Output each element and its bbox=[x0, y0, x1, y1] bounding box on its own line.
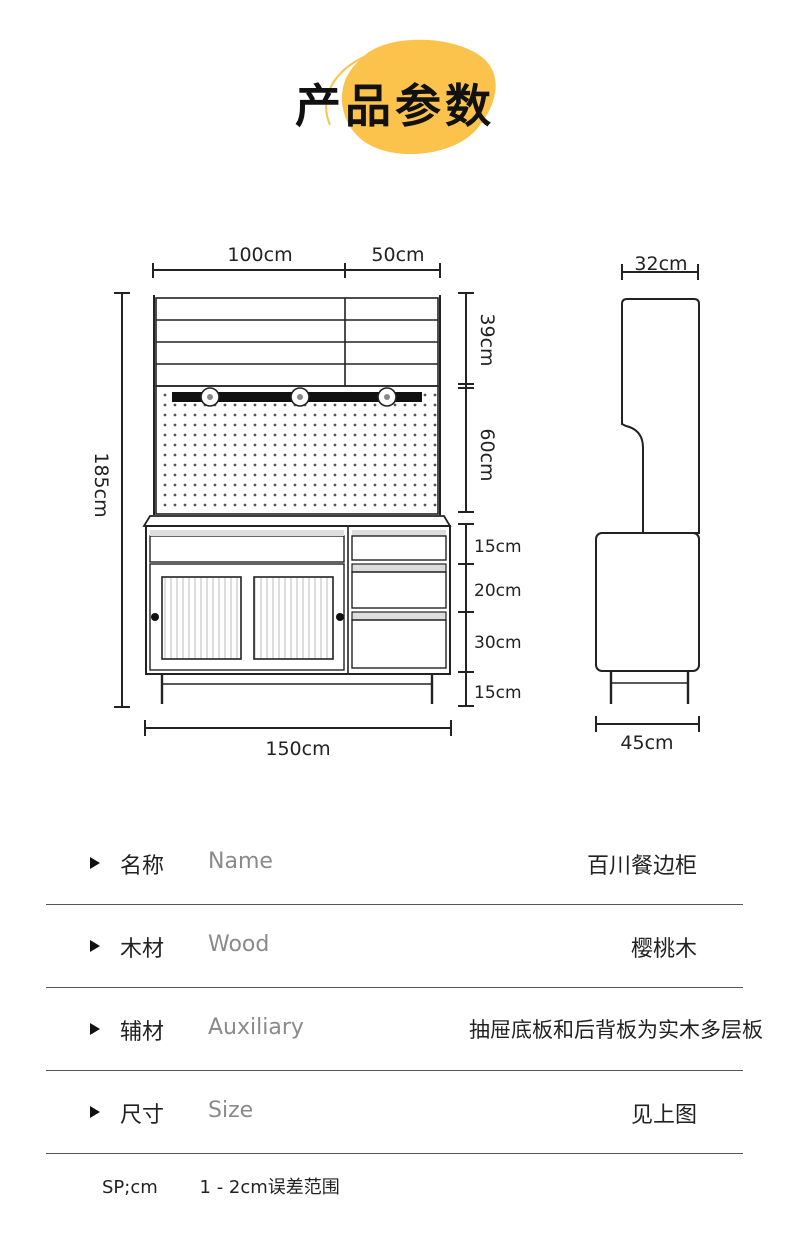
spec-value: 见上图 bbox=[630, 1103, 697, 1128]
bullet-triangle-icon bbox=[90, 940, 100, 952]
bullet-triangle-icon bbox=[90, 857, 100, 869]
dim-total-width: 150cm bbox=[265, 738, 330, 760]
dim-drawer-2: 20cm bbox=[474, 581, 522, 601]
bullet-triangle-icon bbox=[90, 1023, 100, 1035]
spec-label-en: Wood bbox=[208, 932, 270, 957]
bullet-triangle-icon bbox=[90, 1106, 100, 1118]
dim-upper-height: 39cm bbox=[476, 313, 498, 366]
dim-side-bottom-depth: 45cm bbox=[620, 732, 673, 754]
spec-label-cn: 名称 bbox=[120, 854, 165, 879]
front-view bbox=[114, 263, 474, 736]
spec-table: 名称 Name 百川餐边柜 木材 Wood 樱桃木 辅材 Auxiliary 抽… bbox=[46, 822, 763, 1154]
dim-width-right: 50cm bbox=[371, 244, 424, 266]
spec-label-en: Size bbox=[208, 1098, 254, 1123]
dim-drawer-1: 15cm bbox=[474, 537, 522, 557]
page-title: 产品参数 bbox=[295, 79, 495, 133]
dim-width-left: 100cm bbox=[227, 244, 292, 266]
dimension-drawing: 100cm 50cm 185cm 39cm 60cm 15cm 20cm 30c… bbox=[90, 244, 700, 760]
spec-row-auxiliary: 辅材 Auxiliary 抽屉底板和后背板为实木多层板 bbox=[46, 988, 763, 1071]
side-view bbox=[595, 264, 700, 732]
spec-value: 百川餐边柜 bbox=[586, 854, 697, 879]
footnote-tolerance: 1 - 2cm误差范围 bbox=[199, 1177, 340, 1198]
spec-label-en: Auxiliary bbox=[208, 1015, 304, 1040]
spec-row-size: 尺寸 Size 见上图 bbox=[46, 1071, 743, 1154]
title-area: 产品参数 bbox=[0, 30, 790, 170]
spec-value: 樱桃木 bbox=[630, 937, 697, 962]
dim-drawer-3: 30cm bbox=[474, 633, 522, 653]
spec-value: 抽屉底板和后背板为实木多层板 bbox=[469, 1018, 763, 1042]
spec-label-cn: 木材 bbox=[120, 937, 165, 962]
title-blob-shape bbox=[325, 39, 496, 155]
spec-label-en: Name bbox=[208, 849, 273, 874]
dim-leg-height: 15cm bbox=[474, 683, 522, 703]
spec-row-name: 名称 Name 百川餐边柜 bbox=[46, 822, 743, 905]
spec-label-cn: 尺寸 bbox=[120, 1103, 165, 1128]
dim-side-top-depth: 32cm bbox=[634, 253, 687, 275]
footnote: SP;cm 1 - 2cm误差范围 bbox=[102, 1173, 340, 1199]
spec-row-wood: 木材 Wood 樱桃木 bbox=[46, 905, 743, 988]
dim-total-height: 185cm bbox=[90, 452, 112, 517]
spec-label-cn: 辅材 bbox=[120, 1020, 165, 1045]
footnote-unit: SP;cm bbox=[102, 1177, 158, 1198]
dim-pegboard-height: 60cm bbox=[476, 428, 498, 481]
